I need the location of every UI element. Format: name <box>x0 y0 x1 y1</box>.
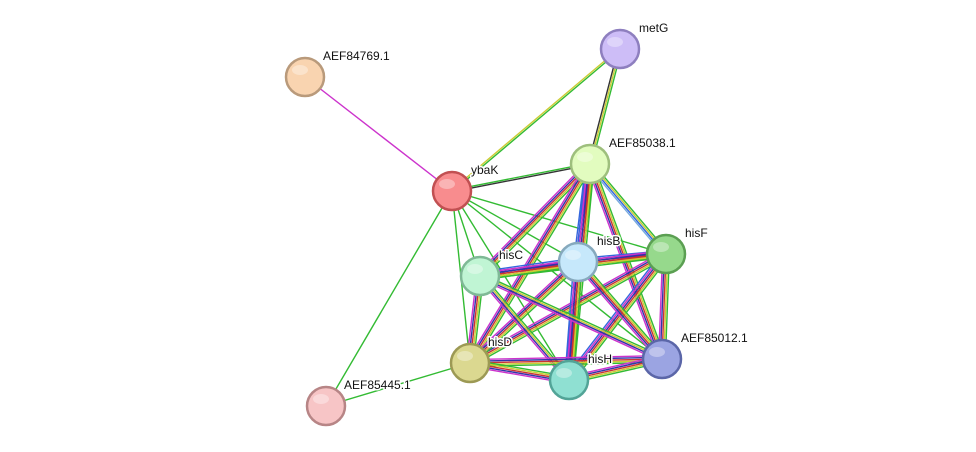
node-highlight <box>577 152 593 162</box>
node-label: AEF84769.1 <box>323 49 390 63</box>
edge-evidence-line <box>469 356 662 363</box>
node-highlight <box>649 347 665 357</box>
node-metG[interactable]: metG <box>599 20 670 70</box>
edge-AEF84769.1-ybaK[interactable] <box>304 76 453 192</box>
edge-hisF-hisD[interactable] <box>468 250 668 367</box>
node-label: hisF <box>685 226 708 240</box>
node-label: AEF85012.1 <box>681 331 748 345</box>
node-circle[interactable] <box>569 143 611 185</box>
node-label: hisB <box>597 234 620 248</box>
edge-ybaK-hisH[interactable] <box>451 190 570 381</box>
node-AEF85445.1[interactable]: AEF85445.1 <box>305 377 413 427</box>
node-circle[interactable] <box>557 241 599 283</box>
node-highlight <box>292 65 308 75</box>
node-highlight <box>653 242 669 252</box>
edge-evidence-line <box>577 261 663 360</box>
node-highlight <box>556 368 572 378</box>
edge-AEF85445.1-hisD[interactable] <box>325 362 471 407</box>
edge-evidence-line <box>479 276 662 361</box>
edge-evidence-line <box>480 274 571 380</box>
edge-hisB-AEF85012.1[interactable] <box>574 259 666 362</box>
node-highlight <box>565 250 581 260</box>
edge-evidence-line <box>478 277 662 362</box>
edge-evidence-line <box>452 49 622 193</box>
edge-ybaK-AEF85012.1[interactable] <box>451 190 663 360</box>
node-label: ybaK <box>471 163 498 177</box>
node-AEF85038.1[interactable]: AEF85038.1 <box>569 135 678 185</box>
edge-evidence-line <box>478 162 590 276</box>
node-highlight <box>467 264 483 274</box>
node-label: hisC <box>499 248 523 262</box>
edge-ybaK-AEF85445.1[interactable] <box>325 190 453 407</box>
edge-evidence-line <box>468 251 666 363</box>
edge-evidence-line <box>565 250 664 378</box>
node-AEF84769.1[interactable]: AEF84769.1 <box>284 48 392 98</box>
node-label: AEF85038.1 <box>609 136 676 150</box>
node-hisC[interactable]: hisC <box>459 247 525 297</box>
edge-evidence-line <box>480 273 664 358</box>
edge-evidence-line <box>325 362 471 407</box>
edge-evidence-line <box>468 260 578 363</box>
node-circle[interactable] <box>548 359 590 401</box>
edge-evidence-line <box>469 163 591 364</box>
edge-evidence-line <box>578 260 664 359</box>
edge-evidence-line <box>325 190 453 407</box>
node-circle[interactable] <box>284 56 326 98</box>
edge-evidence-line <box>574 263 660 362</box>
edge-ybaK-AEF85038.1[interactable] <box>451 162 591 193</box>
node-label: hisD <box>488 335 512 349</box>
node-hisF[interactable]: hisF <box>645 225 709 275</box>
edge-metG-ybaK[interactable] <box>450 47 622 193</box>
node-circle[interactable] <box>431 170 473 212</box>
edge-evidence-line <box>469 261 579 364</box>
edge-hisB-hisD[interactable] <box>467 259 581 366</box>
node-hisD[interactable]: hisD <box>449 334 514 384</box>
edge-evidence-line <box>452 164 591 193</box>
edge-evidence-line <box>468 250 665 361</box>
edge-evidence-line <box>576 262 662 361</box>
edge-evidence-line <box>470 254 668 366</box>
edge-evidence-line <box>467 259 577 362</box>
edge-evidence-line <box>479 163 591 277</box>
edge-evidence-line <box>580 259 666 358</box>
edge-evidence-line <box>480 164 592 278</box>
edge-ybaK-hisB[interactable] <box>451 190 579 263</box>
edge-evidence-line <box>469 354 662 361</box>
edge-evidence-line <box>466 161 588 362</box>
node-highlight <box>439 179 455 189</box>
node-circle[interactable] <box>305 385 347 427</box>
edge-evidence-line <box>467 162 590 363</box>
edge-evidence-line <box>470 262 580 365</box>
node-AEF85012.1[interactable]: AEF85012.1 <box>641 330 750 380</box>
edge-evidence-line <box>469 253 667 364</box>
edge-evidence-line <box>480 274 663 359</box>
node-hisH[interactable]: hisH <box>548 351 614 401</box>
edge-evidence-line <box>451 190 579 263</box>
node-highlight <box>313 394 329 404</box>
node-label: AEF85445.1 <box>344 378 411 392</box>
node-circle[interactable] <box>645 233 687 275</box>
edge-hisC-AEF85012.1[interactable] <box>478 273 664 362</box>
node-label: hisH <box>588 352 612 366</box>
edge-evidence-line <box>471 263 581 366</box>
node-highlight <box>457 351 473 361</box>
edge-evidence-line <box>451 190 663 360</box>
edge-evidence-line <box>450 47 620 191</box>
node-ybaK[interactable]: ybaK <box>431 162 500 212</box>
edge-evidence-line <box>477 161 589 275</box>
node-circle[interactable] <box>449 342 491 384</box>
node-label: metG <box>639 21 668 35</box>
edge-evidence-line <box>451 162 590 191</box>
node-layer: AEF84769.1 metG ybaK AEF85038.1 hisF hisB hisC… <box>284 20 750 427</box>
node-highlight <box>607 37 623 47</box>
node-circle[interactable] <box>641 338 683 380</box>
node-hisB[interactable]: hisB <box>557 233 622 283</box>
edge-evidence-line <box>451 190 570 381</box>
edge-evidence-line <box>304 76 453 192</box>
node-circle[interactable] <box>459 255 501 297</box>
node-circle[interactable] <box>599 28 641 70</box>
